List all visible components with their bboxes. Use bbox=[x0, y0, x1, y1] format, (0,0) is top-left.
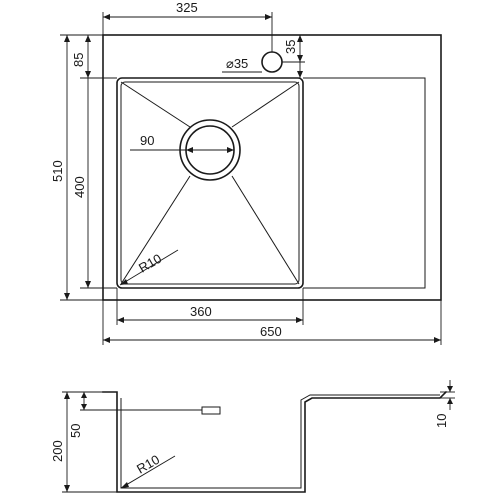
bowl-inner-outline bbox=[120, 81, 300, 285]
drainboard-outline bbox=[303, 77, 426, 289]
drain-diameter-dim bbox=[130, 147, 234, 153]
dim-400 bbox=[80, 78, 117, 289]
side-profile-inner bbox=[120, 394, 440, 489]
dim-510 bbox=[60, 34, 103, 301]
side-radius-dim bbox=[120, 455, 176, 489]
drain-diameter-label: 90 bbox=[140, 133, 154, 148]
dim-400-label: 400 bbox=[72, 176, 87, 198]
dim-50-label: 50 bbox=[68, 424, 83, 438]
tap-hole bbox=[261, 51, 283, 73]
dim-200 bbox=[62, 391, 117, 493]
dim-325-label: 325 bbox=[176, 0, 198, 15]
corner-radius-dim bbox=[119, 249, 179, 286]
dim-50 bbox=[81, 392, 87, 410]
dim-650 bbox=[102, 300, 442, 345]
dim-360-label: 360 bbox=[190, 304, 212, 319]
dim-650-label: 650 bbox=[260, 324, 282, 339]
bowl-slope-lines bbox=[120, 81, 300, 285]
side-profile-outer bbox=[102, 390, 448, 493]
dim-325 bbox=[102, 12, 273, 52]
dim-200-label: 200 bbox=[50, 440, 65, 462]
dim-85-label: 85 bbox=[71, 53, 86, 67]
dim-10-label: 10 bbox=[434, 414, 449, 428]
tap-hole-diameter-label: ⌀35 bbox=[226, 56, 248, 71]
side-view: R10 200 50 10 bbox=[50, 380, 455, 493]
dim-10 bbox=[440, 380, 455, 410]
dim-35 bbox=[282, 35, 305, 78]
side-radius-label: R10 bbox=[134, 452, 162, 477]
dim-360 bbox=[116, 288, 304, 325]
dim-35-label: 35 bbox=[283, 40, 298, 54]
top-view: 90 ⌀35 R10 325 35 bbox=[50, 0, 442, 345]
overflow-slot bbox=[201, 406, 221, 415]
dim-510-label: 510 bbox=[50, 160, 65, 182]
bowl-outline bbox=[116, 77, 304, 289]
